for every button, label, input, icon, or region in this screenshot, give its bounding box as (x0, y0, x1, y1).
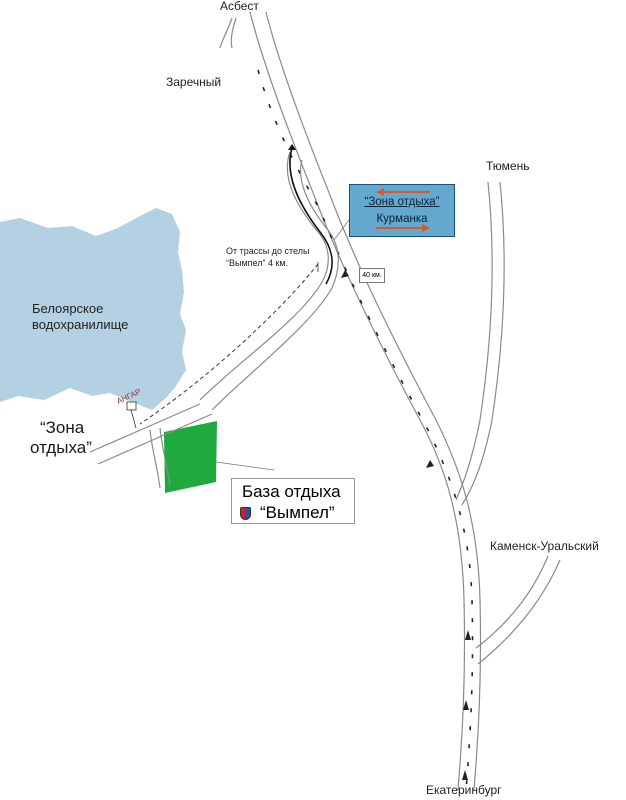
direction-arrow-icons (341, 270, 471, 780)
label-zarechny: Заречный (166, 75, 222, 89)
recreation-zone-area (164, 421, 217, 493)
highway-lane-marks (257, 69, 474, 791)
route-arrow-icon (288, 144, 296, 150)
road-kamensk (475, 555, 561, 665)
label-lake-line1: Белоярское (32, 301, 104, 316)
hangar-marker (126, 401, 137, 411)
hangar-callout (130, 409, 137, 429)
label-asbest: Асбест (220, 0, 259, 13)
zone-callout-line (215, 461, 275, 471)
sign-line2: Курманка (376, 213, 428, 225)
label-distance-line2: “Вымпел” 4 км. (226, 258, 289, 268)
road-to-vympel (89, 151, 339, 489)
base-line2: “Вымпел” (260, 503, 335, 522)
base-vympel-label: База отдыха “Вымпел” (231, 478, 355, 524)
route-to-stela (139, 263, 319, 425)
label-tyumen: Тюмень (486, 159, 530, 173)
label-zone-line2: отдыха” (30, 438, 92, 457)
label-lake-line2: водохранилище (32, 317, 129, 332)
highway-asbest-ekaterinburg (219, 11, 482, 791)
sign-callout-line (333, 219, 350, 241)
road-tyumen (455, 181, 505, 506)
km-marker: 40 км. (359, 268, 385, 283)
label-zone-line1: “Зона (40, 418, 85, 437)
red-arrow-icon (376, 188, 430, 232)
base-line1: База отдыха (242, 482, 341, 501)
label-distance-line1: От трассы до стелы (226, 246, 310, 256)
sign-zona-otdykha: “Зона отдыха” Курманка (349, 184, 455, 237)
label-kamensk: Каменск-Уральский (490, 539, 599, 553)
lake-beloyarskoe (0, 208, 186, 410)
label-ekaterinburg: Екатеринбург (426, 783, 502, 797)
vympel-emblem-icon (240, 507, 251, 520)
route-loop-arrow (289, 147, 333, 285)
sign-line1: “Зона отдыха” (364, 196, 440, 208)
